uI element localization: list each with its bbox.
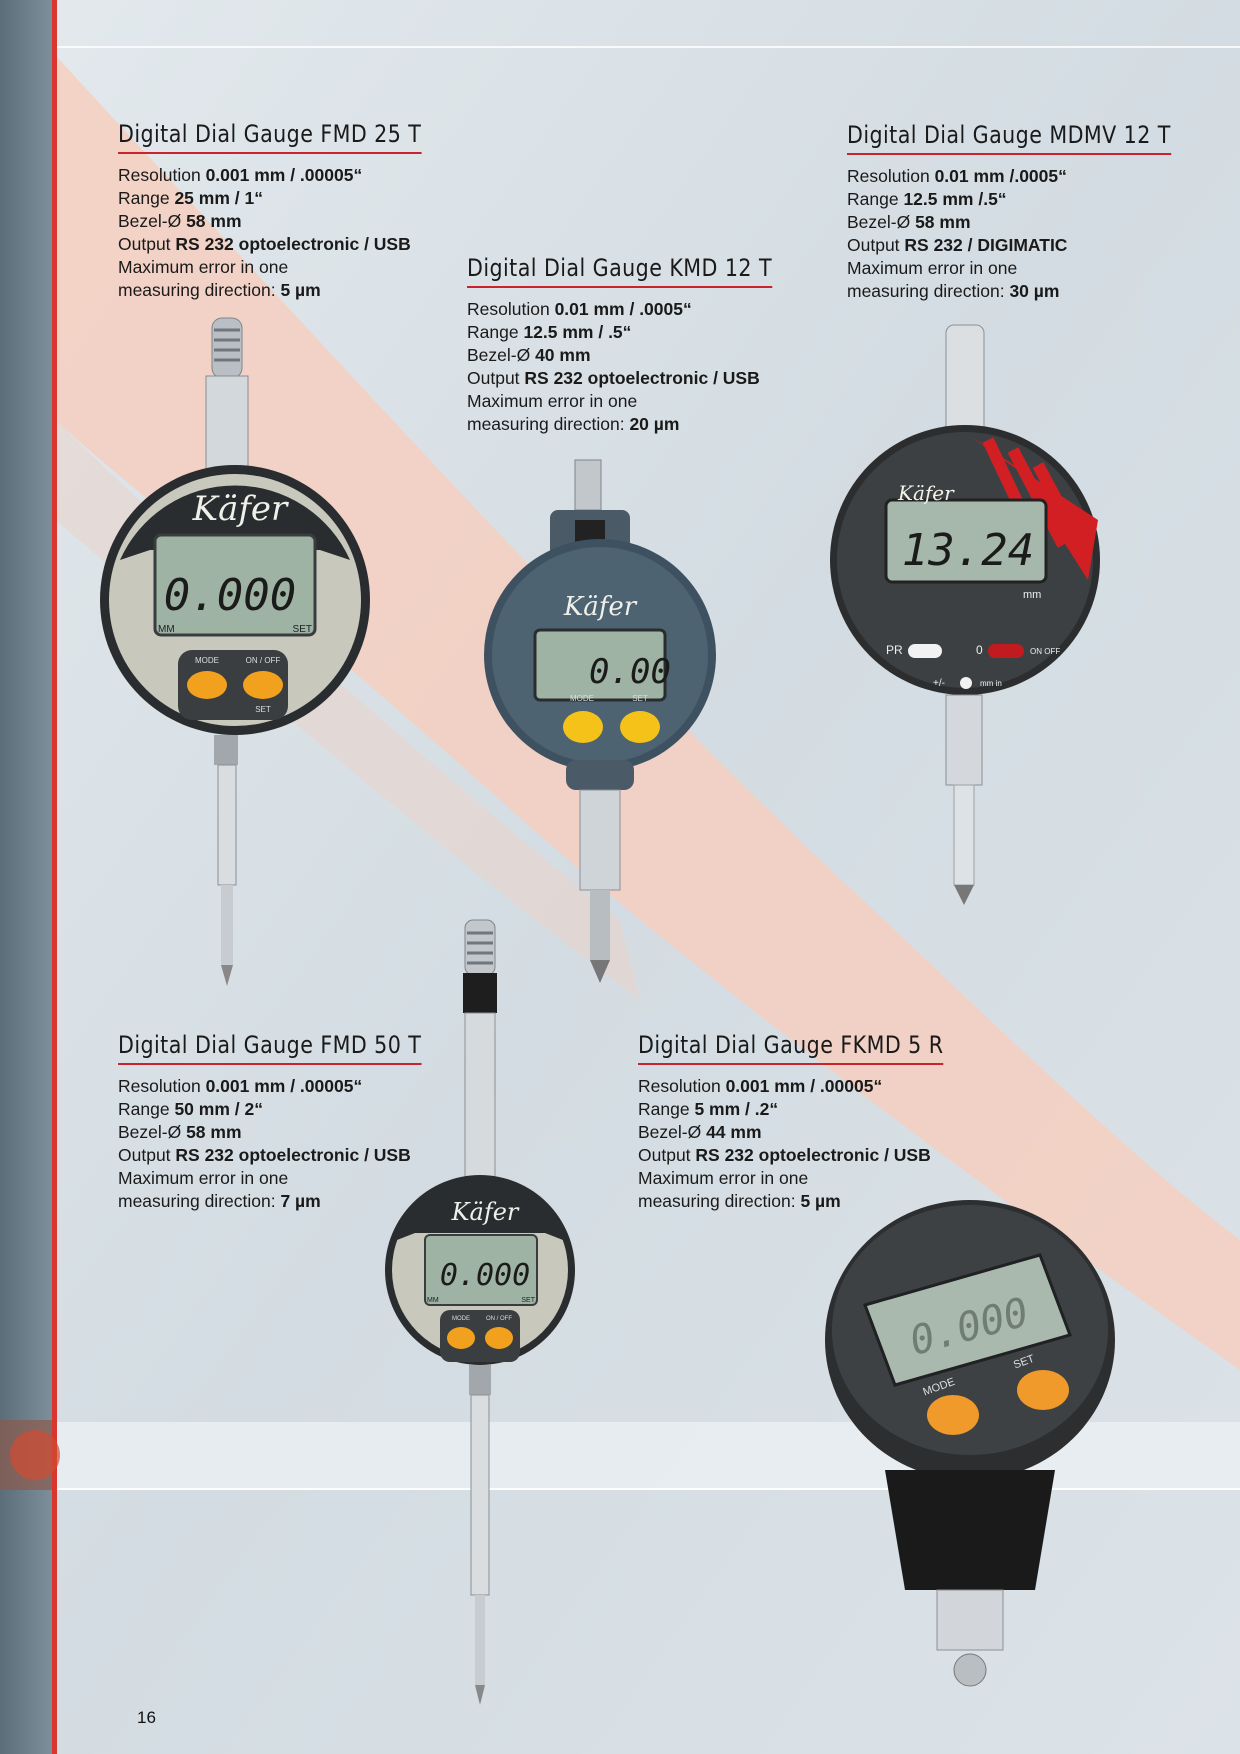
spec-list: Resolution 0.001 mm / .00005“ Range 5 mm… [638,1075,993,1213]
lcd-unit: mm [1023,589,1041,601]
spec-resolution: Resolution 0.001 mm / .00005“ [118,165,363,185]
spec-range: Range 50 mm / 2“ [118,1099,263,1119]
spec-direction: measuring direction: 7 µm [118,1191,321,1211]
lcd-reading: 0.000 [440,1258,530,1293]
gauge-image-fkmd5r: 0.000 MODE SET [825,1200,1115,1687]
lcd-unit-left: MM [427,1297,439,1304]
mode-button [187,671,227,699]
product-fmd25t: Digital Dial Gauge FMD 25 T Resolution 0… [118,120,471,302]
pm-button [960,677,972,689]
gauge-image-fmd25t: 0.000 MM SET Käfer MODE ON / OFF SET [100,317,370,986]
brand-logo: Käfer [192,489,289,529]
svg-text:ON / OFF: ON / OFF [246,656,281,665]
product-title: Digital Dial Gauge KMD 12 T [467,254,773,288]
gauge-image-mdmv12t: 13.24 mm Käfer PR 0 ON OFF +/- mm in [830,324,1100,905]
page-number: 16 [137,1708,156,1727]
product-title: Digital Dial Gauge MDMV 12 T [847,121,1171,155]
product-fkmd5r: Digital Dial Gauge FKMD 5 R Resolution 0… [638,1031,993,1213]
lcd-unit-right: SET [293,624,312,635]
svg-text:ON / OFF: ON / OFF [486,1316,512,1322]
brand-logo: Käfer [563,592,638,622]
svg-text:SET: SET [255,705,271,714]
spec-list: Resolution 0.001 mm / .00005“ Range 50 m… [118,1075,471,1213]
spec-direction: measuring direction: 5 µm [118,280,321,300]
set-button [1017,1370,1069,1410]
spec-direction: measuring direction: 20 µm [467,414,680,434]
svg-text:PR: PR [886,643,903,657]
gauge-image-fmd50t: 0.000 MM SET Käfer MODE ON / OFF [385,919,575,1705]
spec-bezel: Bezel-Ø 58 mm [118,211,242,231]
lcd-reading: 0.00 [589,652,671,692]
spec-range: Range 5 mm / .2“ [638,1099,779,1119]
brand-logo: Käfer [897,481,955,505]
set-button [243,671,283,699]
spec-output: Output RS 232 optoelectronic / USB [118,234,411,254]
svg-text:MODE: MODE [195,656,219,665]
product-title: Digital Dial Gauge FMD 50 T [118,1031,422,1065]
lcd-unit-left: MM [158,624,175,635]
spec-max-error: Maximum error in one [467,391,638,411]
lcd-reading: 0.000 [164,570,296,621]
spec-resolution: Resolution 0.001 mm / .00005“ [638,1076,883,1096]
set-button [485,1327,513,1349]
spec-bezel: Bezel-Ø 58 mm [118,1122,242,1142]
product-title: Digital Dial Gauge FKMD 5 R [638,1031,944,1065]
spec-max-error: Maximum error in one [638,1168,809,1188]
spec-output: Output RS 232 optoelectronic / USB [118,1145,411,1165]
svg-text:MODE: MODE [452,1316,470,1322]
spec-range: Range 12.5 mm / .5“ [467,322,632,342]
brand-logo: Käfer [451,1198,520,1226]
mode-button [447,1327,475,1349]
svg-text:0: 0 [976,643,983,657]
product-title: Digital Dial Gauge FMD 25 T [118,120,422,154]
mode-button [927,1395,979,1435]
spec-max-error: Maximum error in one [847,258,1018,278]
spec-list: Resolution 0.001 mm / .00005“ Range 25 m… [118,164,471,302]
spec-max-error: Maximum error in one [118,257,289,277]
gauge-image-kmd12t: 0.00 Käfer MODE SET [484,459,716,983]
svg-text:ON OFF: ON OFF [1030,647,1060,656]
product-kmd12t: Digital Dial Gauge KMD 12 T Resolution 0… [467,254,822,436]
lcd-reading: 13.24 [902,525,1034,576]
svg-text:+/-: +/- [933,678,945,689]
spec-resolution: Resolution 0.001 mm / .00005“ [118,1076,363,1096]
spec-output: Output RS 232 optoelectronic / USB [638,1145,931,1165]
onoff-button [988,644,1024,658]
spec-output: Output RS 232 optoelectronic / USB [467,368,760,388]
spec-range: Range 25 mm / 1“ [118,188,263,208]
spec-list: Resolution 0.01 mm /.0005“ Range 12.5 mm… [847,165,1224,303]
product-fmd50t: Digital Dial Gauge FMD 50 T Resolution 0… [118,1031,471,1213]
spec-range: Range 12.5 mm /.5“ [847,189,1007,209]
svg-text:SET: SET [632,694,648,703]
set-button [620,711,660,743]
svg-text:MODE: MODE [570,694,594,703]
lcd-unit-right: SET [521,1297,535,1304]
spec-list: Resolution 0.01 mm / .0005“ Range 12.5 m… [467,298,822,436]
mode-button [563,711,603,743]
spec-resolution: Resolution 0.01 mm /.0005“ [847,166,1067,186]
product-mdmv12t: Digital Dial Gauge MDMV 12 T Resolution … [847,121,1224,303]
spec-direction: measuring direction: 5 µm [638,1191,841,1211]
spec-max-error: Maximum error in one [118,1168,289,1188]
spec-resolution: Resolution 0.01 mm / .0005“ [467,299,692,319]
spec-output: Output RS 232 / DIGIMATIC [847,235,1068,255]
svg-text:mm in: mm in [980,679,1002,688]
spec-direction: measuring direction: 30 µm [847,281,1060,301]
spec-bezel: Bezel-Ø 58 mm [847,212,971,232]
spec-bezel: Bezel-Ø 40 mm [467,345,591,365]
pr-button [908,644,942,658]
spec-bezel: Bezel-Ø 44 mm [638,1122,762,1142]
